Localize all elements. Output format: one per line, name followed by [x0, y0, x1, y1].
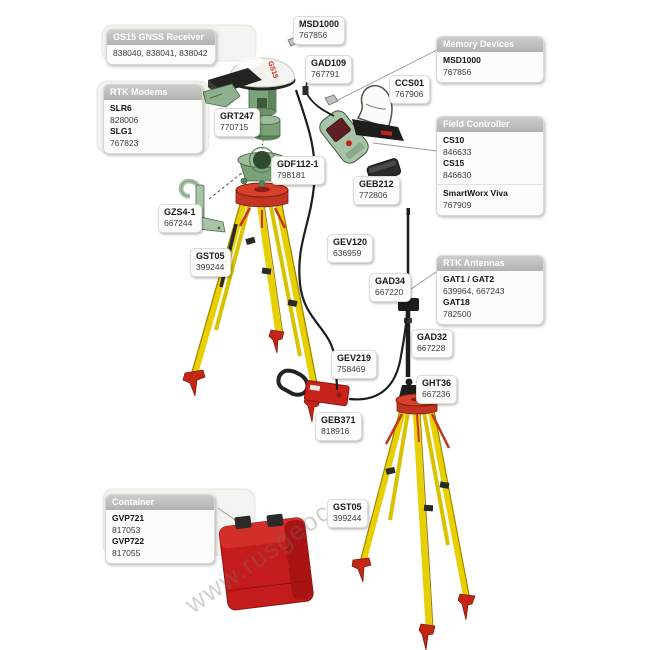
- group-title: Field Controller: [437, 117, 543, 132]
- part-number: 636959: [333, 248, 362, 258]
- label-gev219: GEV219 758469: [331, 350, 378, 379]
- part-number: 818916: [321, 426, 350, 436]
- part-number: 782500: [443, 308, 472, 319]
- group-box-gs15-receiver: GS15 GNSS Receiver 838040, 838041, 83804…: [106, 29, 216, 65]
- divider: [437, 184, 543, 185]
- part-number: 828006: [110, 114, 139, 125]
- label-gzs4: GZS4-1 667244: [158, 204, 202, 233]
- part-number: 838040, 838041, 838042: [113, 48, 208, 58]
- part-code: GST05: [196, 251, 225, 261]
- part-code: GAD32: [417, 332, 448, 342]
- part-number: 772806: [359, 190, 388, 200]
- rtk-modem-graphic: [202, 68, 262, 108]
- part-number: 767856: [299, 30, 328, 40]
- label-grt247: GRT247 770715: [214, 108, 261, 137]
- part-code: CCS01: [395, 78, 425, 88]
- label-gdf112: GDF112-1 798181: [271, 156, 325, 185]
- group-box-memory-devices: Memory Devices MSD1000 767856: [436, 36, 544, 83]
- label-geb371: GEB371 818916: [315, 412, 362, 441]
- label-gev120: GEV120 636959: [327, 234, 374, 263]
- left-tripod-graphic: [182, 182, 322, 423]
- part-code: SLR6: [110, 103, 132, 113]
- label-geb212: GEB212 772806: [353, 176, 400, 205]
- group-box-container: Container GVP721 817053 GVP722 817055: [105, 494, 215, 564]
- part-code: MSD1000: [443, 55, 481, 65]
- label-gst05-left: GST05 399244: [190, 248, 231, 277]
- part-code: GAD34: [375, 276, 406, 286]
- label-gad34: GAD34 667220: [369, 273, 412, 302]
- label-gad109: GAD109 767791: [305, 55, 353, 84]
- part-code: GEB371: [321, 415, 356, 425]
- group-title: GS15 GNSS Receiver: [107, 30, 215, 45]
- part-number: 667236: [422, 389, 451, 399]
- part-number: 639964, 667243: [443, 285, 505, 296]
- part-number: 770715: [220, 122, 249, 132]
- part-number: 767856: [443, 66, 472, 77]
- part-code: GEB212: [359, 179, 394, 189]
- antenna-pole-graphic: [398, 208, 419, 397]
- holster-graphic: [352, 84, 404, 141]
- part-code: SLG1: [110, 126, 133, 136]
- part-number: 817055: [112, 547, 141, 558]
- right-tripod-graphic: [351, 393, 476, 650]
- group-title: RTK Modems: [104, 85, 202, 100]
- group-box-rtk-modems: RTK Modems SLR6 828006 SLG1 767823: [103, 84, 203, 154]
- part-number: 399244: [196, 262, 225, 272]
- group-box-rtk-antennas: RTK Antennas GAT1 / GAT2 639964, 667243 …: [436, 255, 544, 325]
- label-gad32: GAD32 667228: [411, 329, 454, 358]
- part-code: GEV219: [337, 353, 372, 363]
- part-number: 767823: [110, 137, 139, 148]
- part-number: 798181: [277, 170, 306, 180]
- part-number: 767909: [443, 199, 472, 210]
- label-gst05-bottom: GST05 399244: [327, 499, 368, 528]
- part-code: GST05: [333, 502, 362, 512]
- part-number: 767906: [395, 89, 424, 99]
- part-code: GZS4-1: [164, 207, 196, 217]
- part-number: 667220: [375, 287, 404, 297]
- part-code: GVP722: [112, 536, 145, 546]
- part-code: MSD1000: [299, 19, 340, 29]
- group-box-field-controller: Field Controller CS10 846633 CS15 846630…: [436, 116, 544, 216]
- part-code: GDF112-1: [277, 159, 319, 169]
- part-code: GHT36: [422, 378, 452, 388]
- part-code: SmartWorx Viva: [443, 188, 508, 198]
- label-msd1000: MSD1000 767856: [293, 16, 346, 45]
- container-graphic: [218, 513, 314, 611]
- label-ght36: GHT36 667236: [416, 375, 458, 404]
- part-code: GRT247: [220, 111, 255, 121]
- part-number: 399244: [333, 513, 362, 523]
- part-number: 846633: [443, 146, 472, 157]
- part-code: GAT18: [443, 297, 470, 307]
- part-code: CS15: [443, 158, 465, 168]
- group-title: Memory Devices: [437, 37, 543, 52]
- part-code: GAT1 / GAT2: [443, 274, 495, 284]
- part-code: GAD109: [311, 58, 347, 68]
- part-number: 667244: [164, 218, 193, 228]
- part-code: GVP721: [112, 513, 145, 523]
- label-ccs01: CCS01 767906: [389, 75, 431, 104]
- part-number: 758469: [337, 364, 366, 374]
- part-code: CS10: [443, 135, 465, 145]
- part-code: GEV120: [333, 237, 368, 247]
- group-title: Container: [106, 495, 214, 510]
- group-title: RTK Antennas: [437, 256, 543, 271]
- part-number: 817053: [112, 524, 141, 535]
- part-number: 767791: [311, 69, 340, 79]
- part-number: 846630: [443, 169, 472, 180]
- part-number: 667228: [417, 343, 446, 353]
